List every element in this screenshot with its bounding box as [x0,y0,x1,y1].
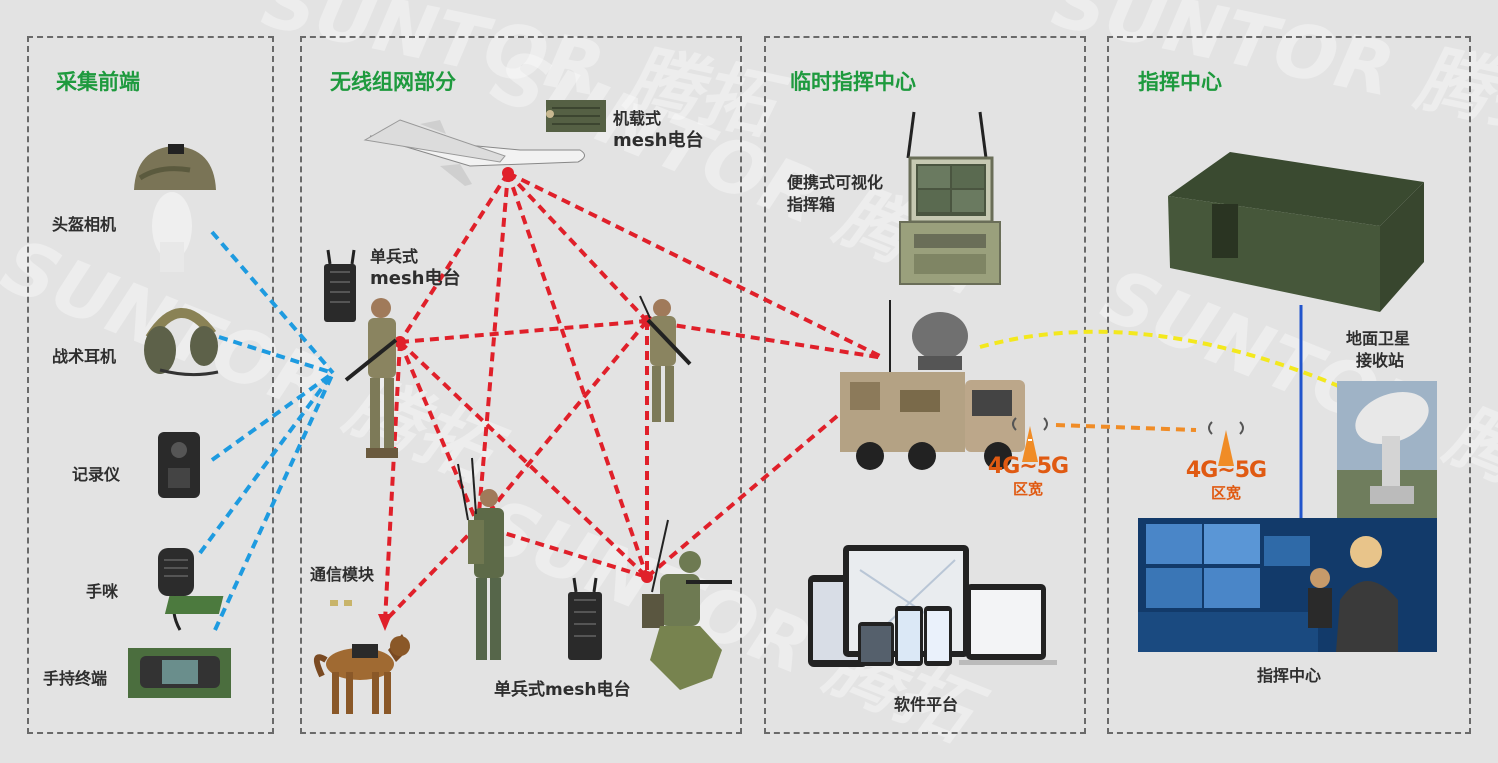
recorder-icon [158,432,200,498]
label-tactical-headset: 战术耳机 [52,347,117,366]
command-vehicle-icon [840,300,1025,470]
badge-4g5g-right-top: 4G~5G [1185,458,1267,483]
label-command-center: 指挥中心 [1257,666,1322,685]
soldier-radio-icon [324,249,356,322]
badge-4g5g-left-top: 4G~5G [987,454,1069,479]
panel-temporary-command [764,36,1086,734]
label-comm-module: 通信模块 [310,565,375,584]
comm-module-icon [164,596,352,614]
panel-title-temporary: 临时指挥中心 [790,70,916,94]
label-handheld-terminal: 手持终端 [43,669,108,688]
red-links [383,171,885,623]
tactical-headset-icon [144,308,219,377]
soldier-3-icon [457,457,504,660]
drone-icon [363,119,585,186]
software-devices-icon [808,545,1057,667]
label-portable-box-line2: 指挥箱 [787,195,836,214]
satellite-dish-icon [1337,381,1437,518]
soldier-1-icon [344,298,398,458]
handheld-mic-icon [158,548,194,631]
soldier-radio-bottom-icon [568,577,602,660]
helmet-camera-icon [134,144,216,272]
command-tent-icon [1168,152,1424,312]
command-center-room-icon [1138,518,1437,652]
label-soldier-mesh-line1: 单兵式 [370,247,419,266]
label-handheld-mic: 手咪 [86,582,119,601]
label-satellite-line1: 地面卫星 [1346,329,1411,348]
panel-command-center [1107,36,1471,734]
blue-links [198,230,335,631]
label-airborne-mesh-line2: mesh电台 [613,130,704,151]
label-helmet-camera: 头盔相机 [52,215,117,234]
soldier-2-icon [639,295,692,422]
badge-4g5g-right-bottom: 区宽 [1210,484,1241,502]
badge-4g5g-left: 4G~5G 区宽 [978,454,1078,498]
portable-command-box-icon [899,111,1001,285]
badge-4g5g-right: 4G~5G 区宽 [1176,458,1276,502]
label-satellite-line2: 接收站 [1356,351,1405,370]
label-airborne-mesh-line1: 机载式 [613,109,662,128]
yellow-satellite-link [979,329,1367,400]
badge-4g5g-left-bottom: 区宽 [1012,480,1043,498]
orange-4g-link [1055,423,1197,432]
handheld-terminal-icon [128,648,231,698]
airborne-radio-icon [546,100,606,132]
label-portable-box-line1: 便携式可视化 [787,173,884,192]
panel-title-command: 指挥中心 [1138,70,1222,94]
label-software-platform: 软件平台 [894,695,959,714]
panel-title-wireless: 无线组网部分 [330,70,456,94]
label-soldier-mesh-line2: mesh电台 [370,268,461,289]
tower-icon-left [1012,417,1048,462]
panel-acquisition-frontend [27,36,274,734]
red-nodes [378,167,653,631]
panel-title-acquisition: 采集前端 [56,70,140,94]
panel-wireless-network [300,36,742,734]
dog-icon [313,634,410,714]
label-soldier-mesh-bottom: 单兵式mesh电台 [494,680,631,700]
label-recorder: 记录仪 [72,465,121,484]
soldier-4-icon [642,519,732,690]
tower-icon-right [1208,421,1244,466]
